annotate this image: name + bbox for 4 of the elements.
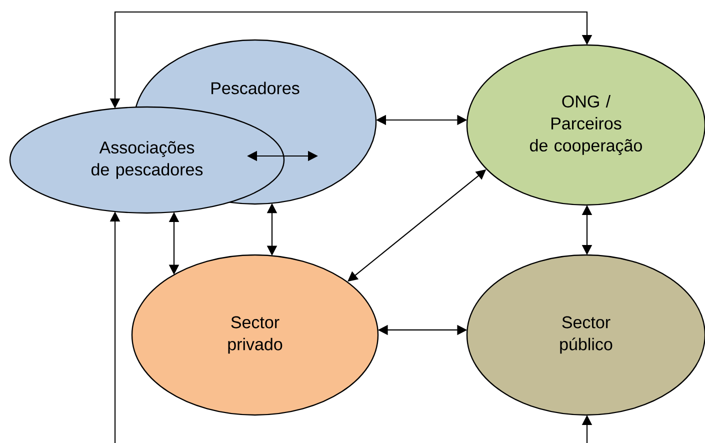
ellipse-node: Sector privado [131, 254, 379, 416]
ellipse-node: Sector público [466, 254, 705, 416]
ellipse-node: Associações de pescadores [9, 106, 285, 214]
ellipse-node: ONG / Parceiros de cooperação [466, 44, 705, 206]
